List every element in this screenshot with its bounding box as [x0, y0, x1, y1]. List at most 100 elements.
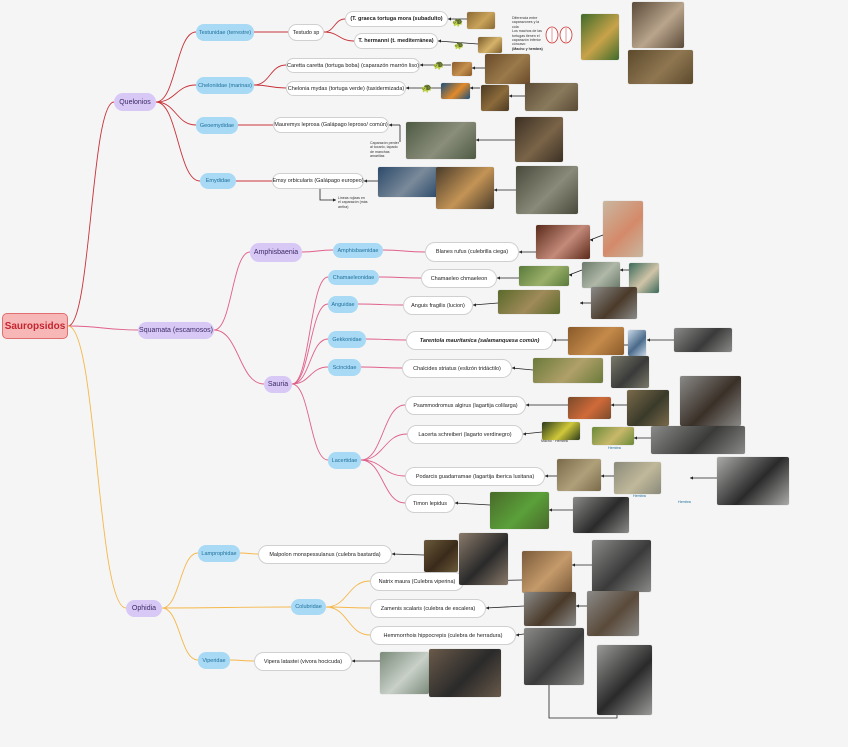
species-testudo-graeca[interactable]: (T. graeca tortuga mora (subadulto) [345, 11, 448, 27]
photo-emys-2 [436, 167, 494, 209]
group-quelonios[interactable]: Quelonios [114, 93, 156, 111]
family-lamprophiidae[interactable]: Lamprophidae [198, 545, 240, 562]
connector [229, 659, 255, 662]
species-zamenis[interactable]: Zamenis scalaris (culebra de escalera) [370, 599, 486, 618]
arrowhead [497, 276, 500, 280]
photo-psammodromus-3 [680, 376, 741, 426]
turtle-outline-icon-2: 🐢 [421, 82, 433, 93]
photo-mauremys-2 [515, 117, 563, 162]
family-colubridae[interactable]: Colubridae [291, 599, 326, 615]
arrowhead [486, 606, 489, 610]
arrowhead [438, 39, 441, 43]
species-testudo-hermanni[interactable]: T. hermanni (t. mediterránea) [354, 33, 438, 49]
species-mauremys[interactable]: Mauremys leprosa (Galápago leproso/ comú… [273, 117, 389, 133]
photo-tortoise-hand [581, 14, 619, 60]
arrowhead [420, 63, 423, 67]
species-lacerta[interactable]: Lacerta schreiberi (lagarto verdinegro) [407, 425, 523, 444]
arrowhead [526, 403, 529, 407]
family-scincidae[interactable]: Scincidae [328, 359, 361, 376]
connector [301, 249, 334, 253]
photo-lacerta-1 [542, 422, 580, 440]
group-amphisbaenia[interactable]: Amphisbaenia [250, 243, 302, 262]
species-natrix[interactable]: Natrix maura (Culebra viperina) [370, 572, 464, 591]
species-emys[interactable]: Emsy orbicularis (Galápago europeo) [272, 173, 364, 189]
group-ophidia[interactable]: Ophidia [126, 600, 162, 617]
photo-mauremys [406, 122, 476, 159]
family-cheloniidae[interactable]: Cheloniidae (marinas) [196, 77, 254, 94]
connector [378, 276, 422, 279]
photo-chelonia-blue [441, 83, 470, 99]
family-lacertidae[interactable]: Lacertidae [328, 452, 361, 469]
connector [239, 552, 259, 555]
turtle-outline-icon: 🐢 [433, 59, 445, 70]
connector [323, 31, 355, 42]
edge-root-squamata [67, 325, 139, 331]
group-squamata[interactable]: Squamata (escamosos) [138, 322, 214, 339]
photo-caretta [485, 54, 530, 84]
species-timon[interactable]: Timon lepidus [405, 494, 455, 513]
family-emydidae[interactable]: Emydidae [200, 173, 236, 189]
arrowhead [601, 474, 604, 478]
photo-anguis-1 [498, 290, 560, 314]
arrowhead [352, 659, 355, 663]
species-psammodromus[interactable]: Psammodromus algirus (lagartija colilarg… [405, 396, 526, 415]
connector [155, 84, 197, 103]
caption-lacerta-2: Hembra [608, 446, 621, 450]
arrow [391, 553, 425, 556]
photo-hemorrhois-1 [524, 628, 584, 685]
arrowhead [392, 552, 395, 556]
family-amphisbaenidae[interactable]: Amphisbaenidae [333, 243, 383, 258]
connector [161, 606, 292, 609]
arrowhead [569, 273, 572, 277]
photo-chelonia [481, 85, 509, 111]
connector [325, 606, 371, 636]
species-chamaeleo[interactable]: Chamaeleo chmaeleon [421, 269, 497, 288]
family-viperidae[interactable]: Viperidae [198, 652, 230, 669]
photo-tarentola-1 [568, 327, 624, 355]
photo-chalcides-1 [533, 358, 603, 383]
edge-root-quelonios [67, 101, 115, 327]
species-caretta[interactable]: Caretta caretta (tortuga boba) (caparazó… [286, 58, 420, 73]
photo-chamaeleo-2 [582, 262, 620, 288]
arrowhead [620, 268, 623, 272]
family-testudinidae[interactable]: Testunidae (terrestre) [196, 24, 254, 41]
shell-diagram-icon [545, 26, 573, 44]
species-tarentola[interactable]: Tarentola mauritanica (salamanquesa comú… [406, 331, 553, 350]
connector [360, 404, 406, 461]
family-anguidae[interactable]: Anguidae [328, 296, 358, 313]
caption-podarcis: Hembra [633, 494, 646, 498]
connector [360, 459, 406, 504]
species-vipera[interactable]: Vipera latastei (vivora hocicuda) [254, 652, 352, 671]
species-chelonia[interactable]: Chelonia mydas (tortuga verde) (taxiderm… [286, 81, 406, 96]
arrow [472, 302, 499, 306]
species-anguis[interactable]: Anguis fragilis (lucion) [403, 296, 473, 315]
arrowhead [512, 366, 515, 370]
photo-natrix-2 [592, 540, 651, 592]
species-hemorrhois[interactable]: Hemmorrhois hippocrepis (culebra de herr… [370, 626, 516, 645]
family-chamaeleonidae[interactable]: Chamaeleonidae [328, 270, 379, 285]
root-node-sauropsidos[interactable]: Sauropsidos [2, 313, 68, 339]
arrowhead [494, 188, 497, 192]
arrowhead [364, 179, 367, 183]
group-sauria[interactable]: Sauria [264, 376, 292, 393]
arrowhead [647, 338, 650, 342]
species-podarcis[interactable]: Podarcis guadarramae (lagartija iberica … [405, 467, 545, 486]
photo-malpolon-2 [459, 533, 508, 585]
photo-chamaeleo-1 [519, 266, 569, 286]
species-chalcides[interactable]: Chalcides striatus (eslizón tridáctilo) [402, 359, 512, 378]
photo-chelonia-stuffed [525, 83, 578, 111]
connector [253, 84, 287, 89]
photo-zamenis-2 [587, 591, 639, 636]
arrowhead [476, 138, 479, 142]
photo-caretta-small [452, 62, 472, 76]
photo-zamenis-1 [524, 592, 576, 626]
photo-psammodromus-2 [627, 390, 669, 426]
species-blanus[interactable]: Blanes rufus (culebrilla ciega) [425, 242, 519, 262]
arrowhead [473, 303, 476, 307]
connector [291, 338, 329, 385]
family-geoemydidae[interactable]: Geoemydidae [196, 117, 238, 134]
species-malpolon[interactable]: Malpolon monspessulanus (culebra bastard… [258, 545, 392, 564]
species-testudo[interactable]: Testudo sp [288, 24, 324, 41]
family-gekkonidae[interactable]: Gekkonidae [328, 331, 366, 348]
